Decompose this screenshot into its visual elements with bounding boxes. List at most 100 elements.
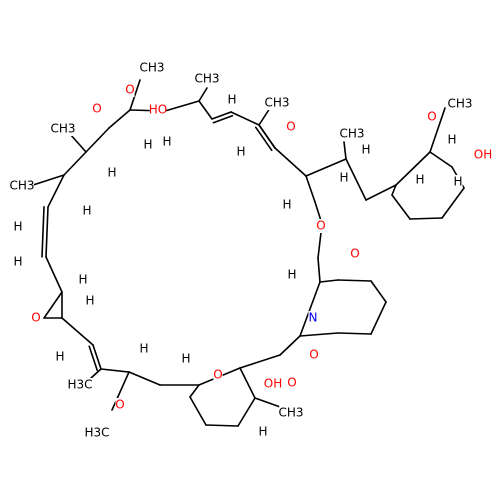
atom-label-o-ome-top: O — [125, 83, 134, 97]
atom-label-h-ester: H — [282, 198, 291, 212]
atom-label-bg-o-pyran — [213, 368, 223, 382]
bond-a11-ome3 — [111, 371, 130, 411]
atom-label-o-ome-right: O — [427, 110, 436, 124]
bond-a1-b1 — [108, 109, 131, 129]
atom-label-h-alkene-b: H — [55, 350, 64, 364]
atom-label-bg-ch3-top — [195, 72, 219, 86]
atom-label-bg-o-keto-right — [286, 120, 296, 134]
bond-b5-b6 — [230, 111, 260, 126]
atom-label-h-ring-b: H — [415, 173, 424, 187]
bond-a4-a5 — [45, 206, 49, 258]
atom-label-bg-h-ring-b — [415, 173, 425, 187]
atom-label-o-ome-bottom: O — [115, 398, 124, 412]
atom-label-h-pyran: H — [258, 425, 267, 439]
atom-label-bg-h-left2 — [82, 204, 92, 218]
bond-c7-c8 — [409, 217, 443, 220]
atom-label-bg-n-pip — [308, 311, 318, 325]
bond-a4-a5-second — [41, 206, 45, 258]
atom-label-bg-h-bottom — [181, 352, 191, 366]
bond-a16-ch3g — [254, 397, 284, 409]
atom-label-ch3-left2: CH3 — [9, 179, 34, 193]
bond-a2-ch3d — [69, 133, 87, 153]
atom-label-o-amide: O — [309, 348, 318, 362]
atom-label-bg-o-amide — [309, 348, 319, 362]
atom-label-bg-ch3-left2 — [10, 179, 34, 193]
atom-label-bg-o-keto-bottom — [287, 376, 297, 390]
bond-a11-a13 — [128, 371, 161, 386]
atom-label-bg-h-ep-1 — [78, 273, 88, 287]
atom-label-h-keto-ch2: H — [236, 145, 245, 159]
atom-label-bg-oh-pyran — [264, 377, 282, 391]
bond-p5-b13 — [299, 332, 339, 337]
atom-label-bg-ch3-bottom — [68, 378, 92, 392]
atom-label-bg-h-pyran — [258, 425, 268, 439]
atom-label-o-keto-top: O — [92, 102, 101, 116]
atom-label-bg-h-keto-ch — [143, 138, 153, 152]
bond-a3-a4 — [47, 174, 65, 208]
bond-a3-ch3e — [29, 174, 65, 187]
atom-label-ch3-bottom: H3C — [67, 378, 92, 392]
bond-b3-ch3a — [198, 87, 208, 102]
atom-label-oh-right: OH — [474, 148, 492, 162]
atom-label-bg-h-oh-ch — [162, 135, 172, 149]
atom-label-bg-o-ester-c — [350, 247, 360, 261]
bond-c1-ch3c — [343, 141, 347, 160]
bond-a10-ch3f — [90, 368, 102, 379]
bond-a9-a10-second — [88, 345, 99, 372]
atom-label-bg-ch3-ome-right — [448, 97, 472, 111]
bond-a9-a10 — [92, 344, 102, 370]
atom-label-bg-ch3-pyran — [279, 406, 303, 420]
atom-label-h-ep-1: H — [78, 273, 87, 287]
atom-label-bg-h-alkene-b — [55, 350, 65, 364]
atom-label-bg-oh-right — [474, 148, 492, 162]
bond-c1-c2 — [345, 158, 367, 201]
atom-label-h-bottom: H — [181, 352, 190, 366]
bond-p1-p2 — [337, 279, 372, 282]
atom-label-h-chain: H — [361, 143, 370, 157]
bond-b6-b7 — [258, 124, 276, 149]
bond-c4-c5 — [429, 151, 453, 168]
bond-a17-a18 — [205, 424, 239, 427]
bond-b7-b8 — [274, 147, 307, 177]
bond-b2-b3 — [164, 100, 200, 112]
bond-a1-a2 — [85, 127, 110, 153]
atom-label-ch3-ome-top: CH3 — [139, 61, 164, 75]
atom-label-h-ep-2: H — [85, 294, 94, 308]
atom-label-bg-h-alkene-l2 — [13, 255, 23, 269]
atom-label-h-alkene-l1: H — [13, 220, 22, 234]
atom-label-h-pip: H — [287, 268, 296, 282]
bond-c6-c7 — [441, 187, 465, 219]
bond-b1-ome1 — [129, 79, 141, 111]
bond-c9-c3 — [391, 184, 397, 196]
atom-label-h-keto-ch: H — [143, 138, 152, 152]
bond-a8-a9 — [61, 317, 94, 346]
bond-p2-p3 — [370, 280, 387, 303]
bond-c4-ome2 — [429, 107, 446, 153]
bond-b13-b14 — [279, 335, 301, 356]
atom-label-h-ring-c: H — [453, 175, 462, 189]
atom-label-bg-h-chain — [361, 143, 371, 157]
atom-label-h-left: H — [107, 166, 116, 180]
atom-label-o-ester-c: O — [350, 247, 359, 261]
atom-label-ch3-chain: CH3 — [339, 127, 364, 141]
atom-label-n-pip: N — [309, 311, 318, 325]
atom-label-bg-h-pip — [287, 268, 297, 282]
bond-p3-p4 — [370, 301, 387, 335]
atom-label-bg-o-ester — [316, 219, 326, 233]
atom-label-bg-h-ester — [282, 198, 292, 212]
bond-b12-p1 — [319, 279, 339, 283]
atom-label-bg-h-left — [107, 166, 117, 180]
atom-label-bg-h-ring-a — [447, 133, 457, 147]
atom-label-ch3-left: CH3 — [50, 122, 75, 136]
atom-label-bg-h-ring-c — [453, 175, 463, 189]
atom-label-ch3-ome-bottom: H3C — [84, 426, 109, 440]
atom-label-ch3-ome-right: CH3 — [447, 97, 472, 111]
bond-a18-a19 — [189, 396, 207, 426]
bonds — [29, 79, 465, 427]
bond-b4-b5-second — [212, 114, 234, 124]
atom-label-bg-o-keto-top — [92, 102, 102, 116]
atom-label-bg-h-top-right — [339, 171, 349, 185]
atom-label-bg-ch3-ome-top — [140, 61, 164, 75]
atom-label-h-top-right: H — [339, 171, 348, 185]
